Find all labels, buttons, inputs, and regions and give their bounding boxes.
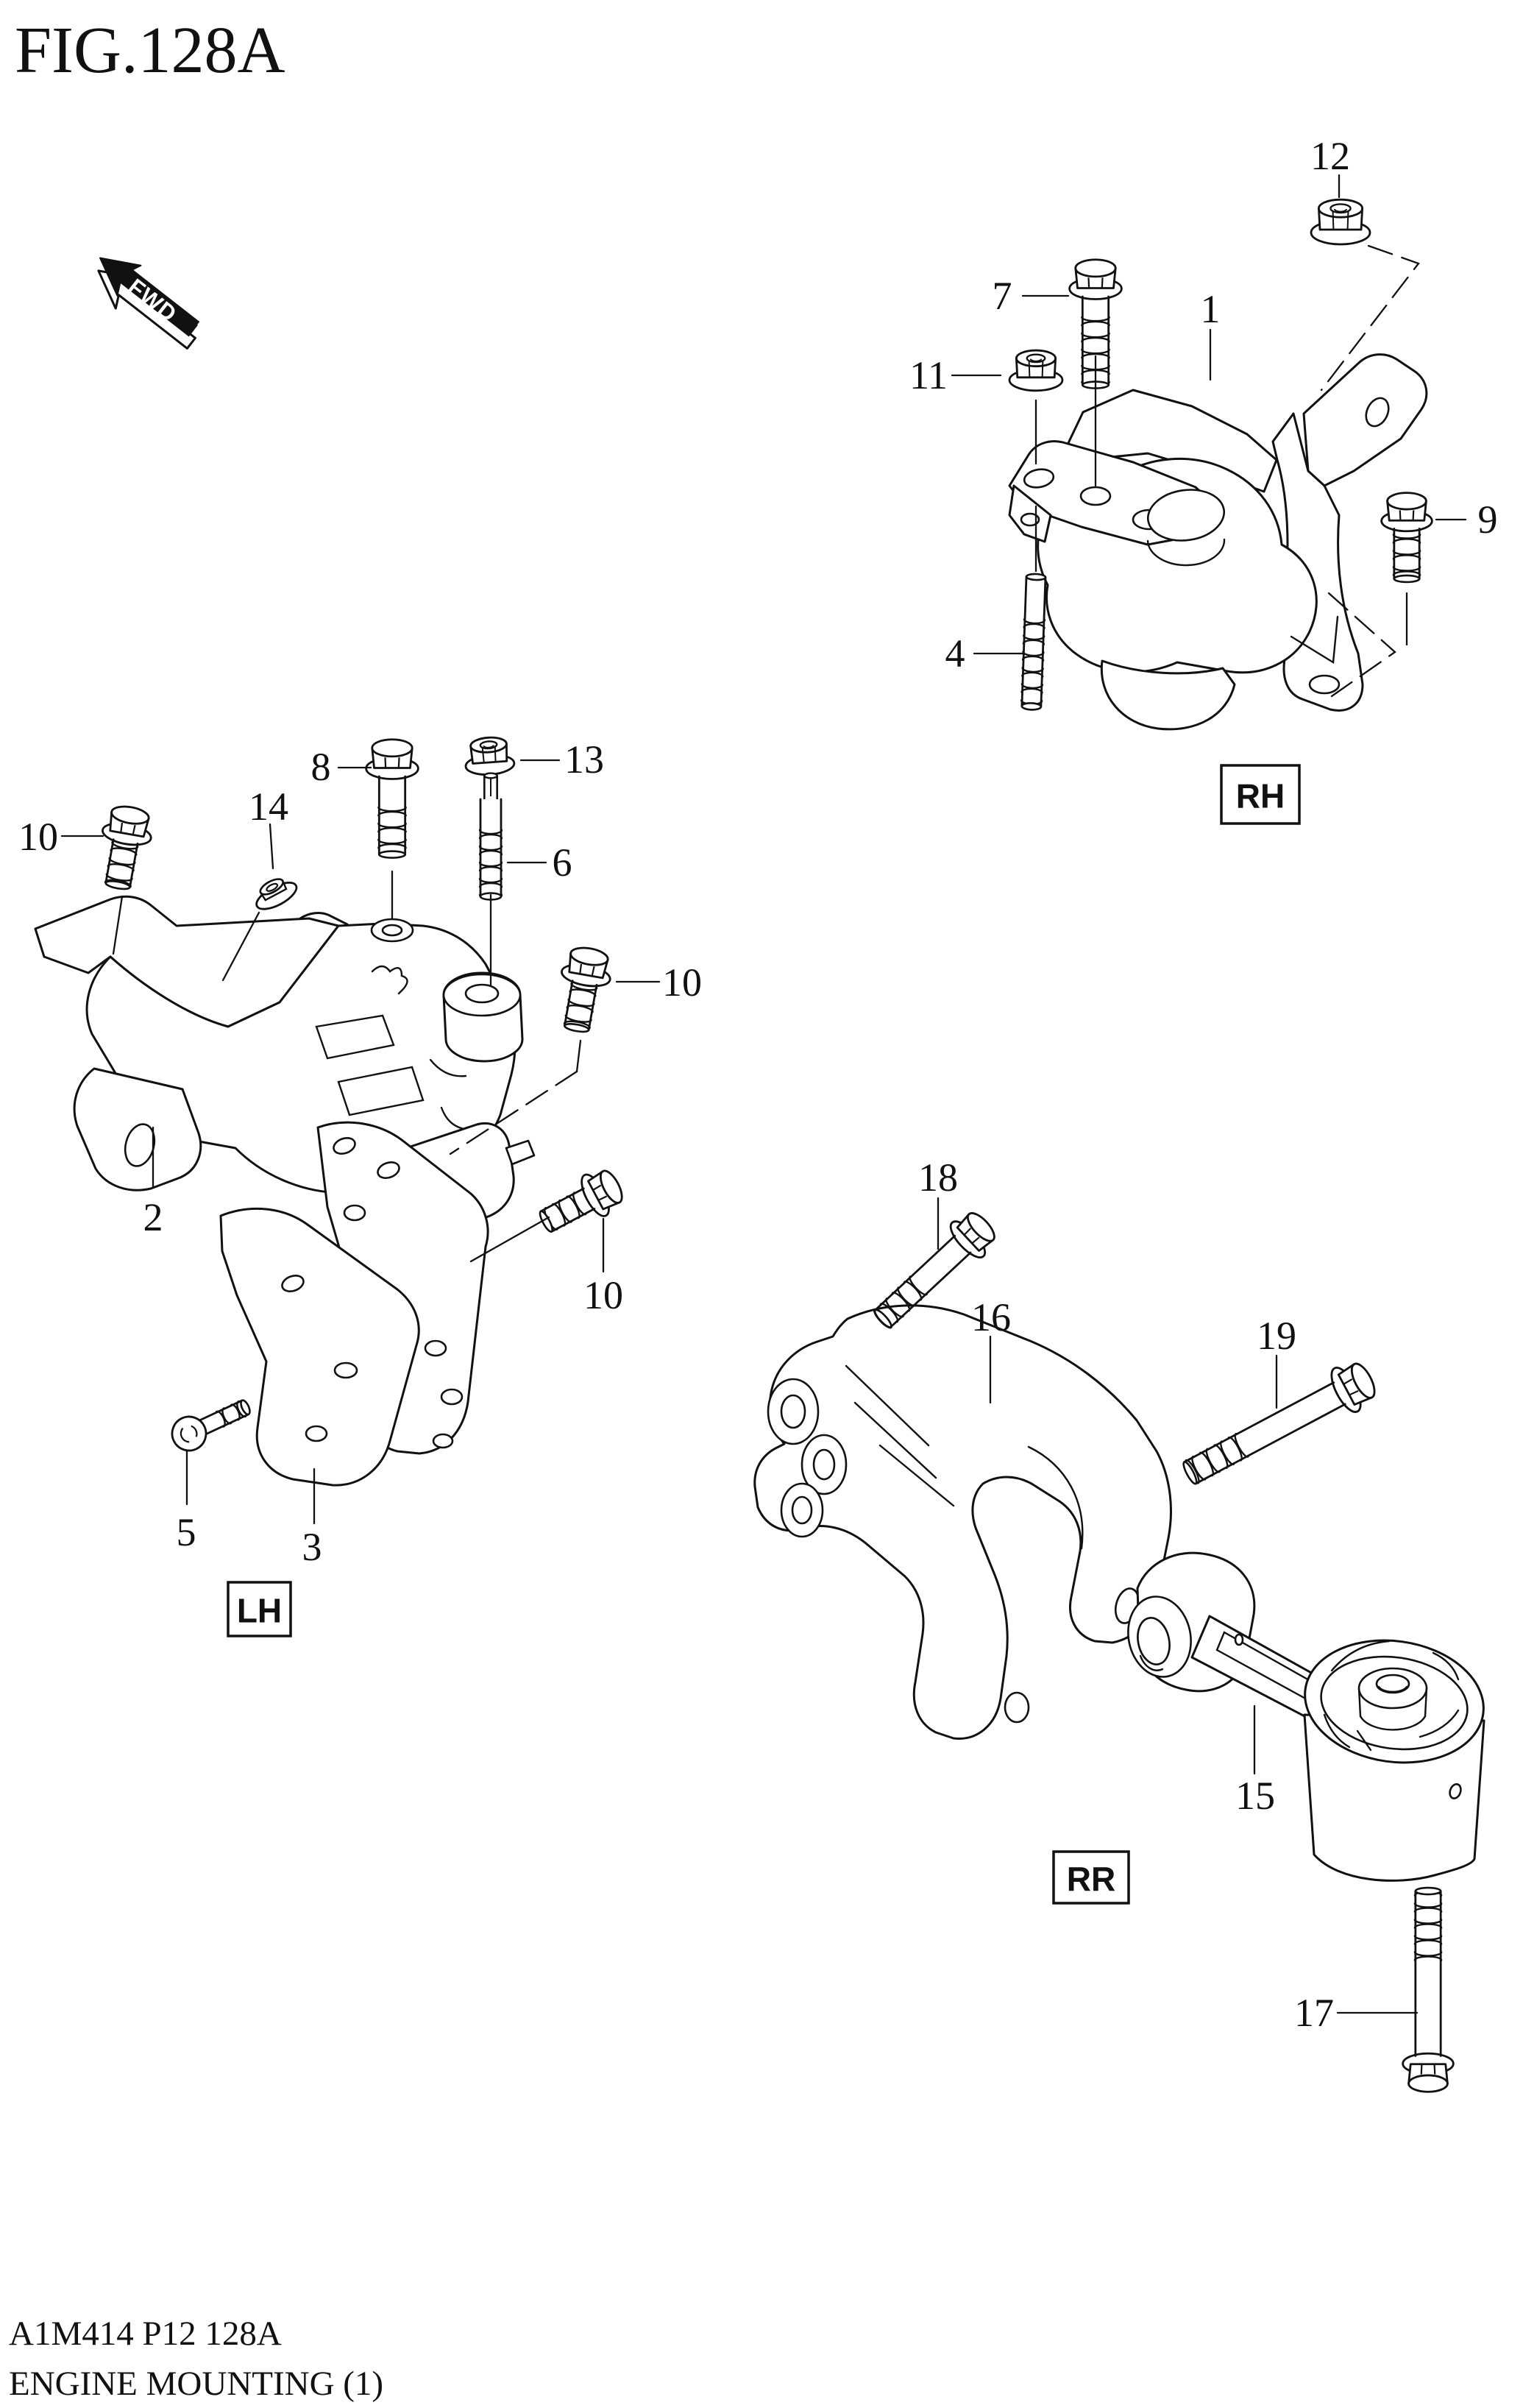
orientation-box-lh	[227, 1581, 292, 1637]
callout-16: 16	[971, 1295, 1011, 1339]
phantom-line	[1327, 592, 1396, 698]
bolt-7	[1068, 258, 1123, 389]
callout-15: 15	[1235, 1774, 1275, 1818]
callout-2: 2	[143, 1195, 163, 1239]
callout-8: 8	[311, 745, 331, 789]
fasteners-layer	[102, 198, 1455, 2093]
footer-title: ENGINE MOUNTING (1)	[9, 2365, 383, 2403]
callout-19: 19	[1257, 1314, 1296, 1358]
orientation-box-rh	[1220, 764, 1301, 825]
leader-line	[221, 911, 260, 982]
bolt-10-top-right	[561, 946, 611, 1033]
orientation-box-label: LH	[237, 1592, 282, 1630]
nut-12	[1310, 198, 1371, 246]
part-15-torque-rod	[1127, 1551, 1485, 1882]
nut-11	[1008, 349, 1064, 392]
callout-9: 9	[1478, 497, 1498, 542]
bolt-9	[1380, 492, 1433, 584]
callout-17: 17	[1294, 1991, 1334, 2035]
bolt-17	[1402, 1886, 1455, 2093]
leader-lines-layer	[60, 174, 1467, 2014]
bolt-19	[1182, 1362, 1376, 1485]
figure-title: FIG.128A	[15, 14, 285, 87]
callout-10: 10	[662, 960, 702, 1005]
bolt-18	[873, 1212, 995, 1329]
callout-7: 7	[993, 274, 1012, 318]
leader-line	[269, 823, 274, 870]
orientation-box-label: RH	[1236, 777, 1285, 815]
callout-11: 11	[909, 353, 948, 397]
washer-14	[255, 878, 298, 910]
bolt-10-bottom	[539, 1169, 623, 1233]
part-3-mounting-plate	[219, 1121, 489, 1487]
stud-6	[478, 772, 503, 901]
callout-10: 10	[583, 1273, 623, 1317]
fwd-arrow-icon: FWD	[97, 257, 200, 350]
callout-1: 1	[1201, 287, 1221, 331]
footer-code: A1M414 P12 128A	[9, 2315, 282, 2353]
callout-6: 6	[553, 840, 572, 885]
bolt-10-top-left	[102, 805, 152, 890]
bolt-8	[365, 738, 419, 859]
nut-13	[464, 736, 516, 776]
callout-13: 13	[564, 737, 604, 782]
orientation-box-rr	[1052, 1850, 1130, 1905]
callout-18: 18	[918, 1155, 958, 1200]
leader-line	[469, 1216, 550, 1263]
orientation-boxes-layer: RH LH RR	[227, 764, 1301, 1905]
callout-12: 12	[1310, 134, 1350, 178]
orientation-box-label: RR	[1067, 1860, 1115, 1898]
stud-4	[1020, 573, 1047, 711]
callout-10: 10	[18, 815, 58, 859]
screw-5	[171, 1399, 251, 1452]
callout-4: 4	[945, 631, 965, 676]
part-1-engine-mounting-rh	[1008, 353, 1428, 731]
callout-14: 14	[249, 785, 288, 829]
leader-line	[112, 895, 124, 955]
phantom-line	[449, 1070, 578, 1155]
part-16-rear-bracket	[753, 1304, 1172, 1740]
callout-5: 5	[177, 1510, 196, 1554]
phantom-line	[1320, 244, 1420, 392]
leader-line	[575, 1039, 582, 1073]
callout-3: 3	[302, 1525, 322, 1569]
